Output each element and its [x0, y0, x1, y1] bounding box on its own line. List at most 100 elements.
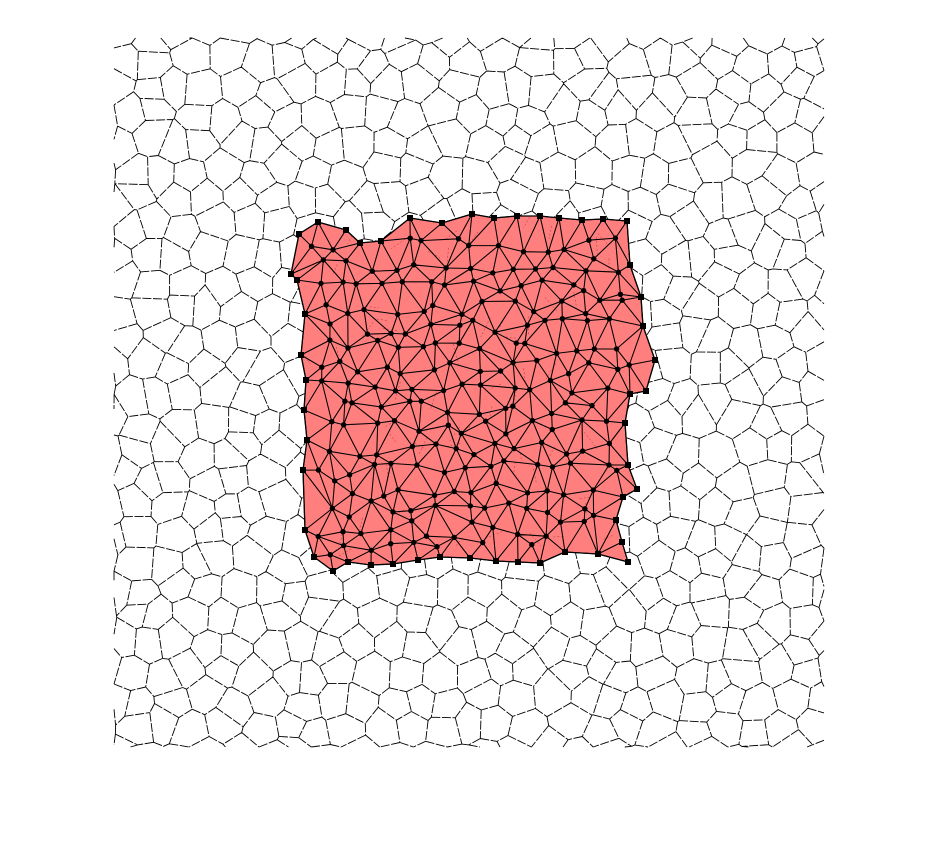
interior-node	[388, 541, 394, 547]
boundary-node	[390, 561, 396, 567]
boundary-node	[537, 213, 543, 219]
interior-node	[565, 371, 572, 377]
boundary-node	[296, 231, 302, 237]
boundary-node	[627, 391, 633, 397]
interior-node	[318, 280, 324, 287]
interior-node	[582, 506, 588, 512]
interior-node	[479, 298, 485, 305]
interior-node	[342, 398, 348, 404]
inner-grain-edges	[303, 216, 621, 560]
interior-node	[391, 418, 398, 424]
interior-node	[527, 387, 533, 393]
interior-node	[553, 350, 560, 357]
interior-node	[510, 359, 516, 366]
interior-node	[514, 531, 521, 537]
interior-node	[319, 364, 325, 370]
interior-node	[374, 452, 380, 458]
interior-node	[384, 364, 390, 370]
boundary-node	[638, 294, 644, 300]
interior-node	[408, 508, 414, 514]
mesh-edges	[290, 213, 656, 572]
interior-node	[357, 453, 363, 460]
interior-node	[470, 317, 476, 323]
interior-node	[561, 246, 567, 253]
interior-node	[626, 362, 632, 368]
interior-node	[469, 519, 475, 525]
interior-node	[343, 258, 349, 264]
interior-node	[579, 448, 586, 454]
interior-node	[510, 403, 516, 409]
interior-node	[390, 509, 396, 515]
boundary-node	[652, 357, 658, 363]
interior-node	[529, 417, 536, 424]
interior-node	[560, 492, 567, 498]
interior-node	[476, 411, 482, 417]
boundary-node	[627, 262, 633, 268]
interior-node	[353, 281, 359, 287]
boundary-node	[514, 213, 520, 219]
interior-node	[490, 524, 496, 531]
interior-node	[315, 533, 321, 540]
boundary-node	[294, 277, 300, 283]
interior-node	[381, 493, 387, 499]
interior-node	[591, 256, 597, 262]
boundary-node	[467, 555, 473, 561]
interior-node	[349, 400, 355, 406]
interior-node	[428, 321, 434, 328]
boundary-node	[537, 560, 543, 566]
interior-node	[395, 311, 401, 318]
interior-node	[329, 505, 336, 512]
interior-node	[409, 386, 415, 393]
boundary-node	[493, 558, 499, 564]
interior-node	[418, 237, 424, 244]
interior-node	[315, 467, 322, 473]
interior-node	[368, 498, 374, 504]
interior-node	[512, 385, 518, 391]
interior-node	[606, 316, 612, 322]
interior-node	[503, 431, 509, 437]
interior-node	[326, 448, 333, 454]
boundary-node	[643, 388, 649, 394]
interior-node	[557, 519, 564, 525]
interior-node	[547, 377, 554, 384]
interior-node	[329, 419, 335, 425]
interior-node	[482, 505, 488, 511]
interior-node	[612, 235, 619, 241]
interior-node	[411, 539, 417, 546]
interior-node	[308, 243, 315, 249]
boundary-node	[345, 559, 351, 565]
interior-node	[619, 297, 625, 303]
interior-node	[512, 298, 518, 304]
interior-node	[584, 317, 591, 324]
interior-node	[451, 534, 457, 541]
interior-node	[520, 249, 527, 255]
interior-node	[371, 461, 378, 468]
boundary-node	[624, 218, 630, 224]
boundary-node	[491, 215, 497, 221]
interior-node	[470, 278, 477, 284]
interior-node	[440, 387, 447, 394]
boundary-node	[378, 238, 384, 244]
interior-node	[399, 279, 405, 285]
interior-node	[327, 337, 333, 343]
boundary-node	[301, 407, 307, 413]
boundary-node	[415, 557, 421, 563]
interior-node	[543, 533, 549, 539]
interior-node	[327, 321, 333, 327]
interior-node	[432, 340, 439, 346]
boundary-node	[439, 220, 445, 226]
boundary-node	[311, 554, 317, 560]
interior-node	[443, 265, 449, 271]
interior-node	[614, 467, 620, 474]
interior-node	[559, 298, 565, 304]
interior-node	[445, 422, 451, 428]
interior-node	[455, 236, 462, 242]
boundary-node	[302, 527, 308, 533]
interior-node	[323, 302, 329, 308]
interior-node	[563, 451, 570, 457]
interior-node	[337, 358, 343, 365]
boundary-node	[634, 486, 640, 492]
interior-node	[503, 405, 509, 412]
